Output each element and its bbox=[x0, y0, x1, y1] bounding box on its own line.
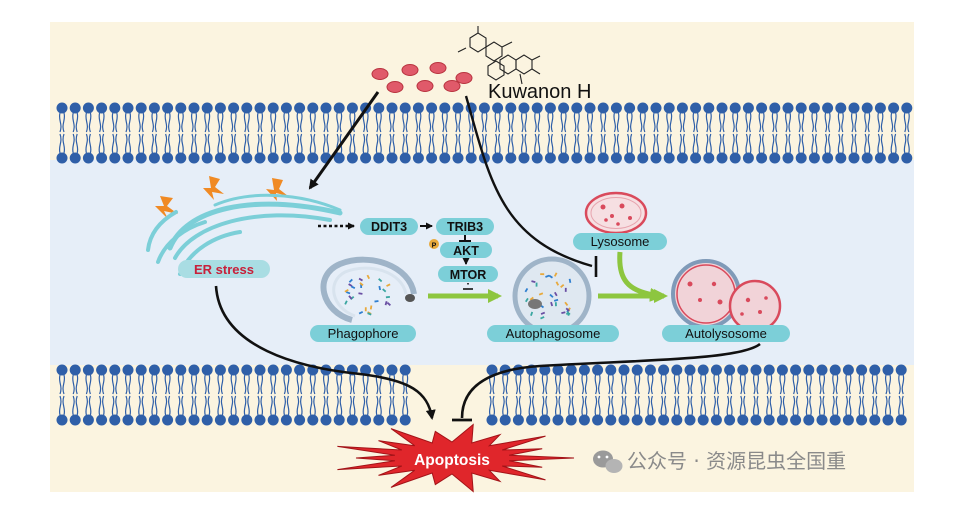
kuwanon-inhibits-lysosome-line bbox=[464, 95, 593, 268]
phospho-badge bbox=[429, 239, 439, 249]
er-to-apoptosis-arrow bbox=[214, 285, 436, 420]
akt-pill bbox=[440, 242, 492, 258]
apoptosis-label: Apoptosis bbox=[414, 452, 490, 469]
autolysosome-inhibits-apoptosis-line bbox=[460, 342, 761, 419]
er-stress-label: ER stress bbox=[194, 262, 254, 277]
autolysosome-pill bbox=[662, 325, 790, 342]
kuwanon-to-er-arrow bbox=[308, 91, 380, 190]
lysosome-label: Lysosome bbox=[591, 234, 650, 249]
lysosome-pill bbox=[573, 233, 667, 250]
autophagosome-label: Autophagosome bbox=[506, 326, 601, 341]
trib3-inhibits-akt bbox=[459, 235, 471, 242]
ddit3-pill bbox=[360, 218, 418, 235]
autophagosome-pill bbox=[487, 325, 619, 342]
kuwanon-h-structure-icon bbox=[457, 26, 541, 85]
phagophore-icon bbox=[320, 256, 417, 323]
er-stress-pill bbox=[178, 260, 270, 278]
kuwanon-h-particles bbox=[371, 62, 473, 93]
phospho-label: P bbox=[432, 243, 437, 250]
lysosome-icon bbox=[584, 191, 648, 235]
akt-label: AKT bbox=[453, 244, 479, 258]
autophagosome-icon bbox=[512, 256, 592, 336]
phagophore-label: Phagophore bbox=[328, 326, 399, 341]
ddit3-label: DDIT3 bbox=[371, 220, 407, 234]
autolysosome-label: Autolysosome bbox=[685, 326, 767, 341]
watermark-text: 公众号 · 资源昆虫全国重 bbox=[627, 449, 846, 473]
mtor-pill bbox=[438, 266, 498, 282]
watermark: 公众号 · 资源昆虫全国重 bbox=[593, 449, 846, 473]
kuwanon-h-label: Kuwanon H bbox=[488, 81, 591, 103]
mtor-label: MTOR bbox=[450, 268, 487, 282]
wechat-icon bbox=[593, 450, 623, 473]
autolysosome-icon bbox=[671, 259, 782, 333]
trib3-label: TRIB3 bbox=[447, 220, 483, 234]
phagophore-pill bbox=[310, 325, 416, 342]
mtor-inhibits-autophagy bbox=[463, 283, 473, 290]
trib3-pill bbox=[436, 218, 494, 235]
stress-lightning-icons bbox=[155, 176, 288, 219]
er-membrane-icon bbox=[146, 193, 343, 276]
apoptosis-burst-icon bbox=[337, 423, 575, 493]
